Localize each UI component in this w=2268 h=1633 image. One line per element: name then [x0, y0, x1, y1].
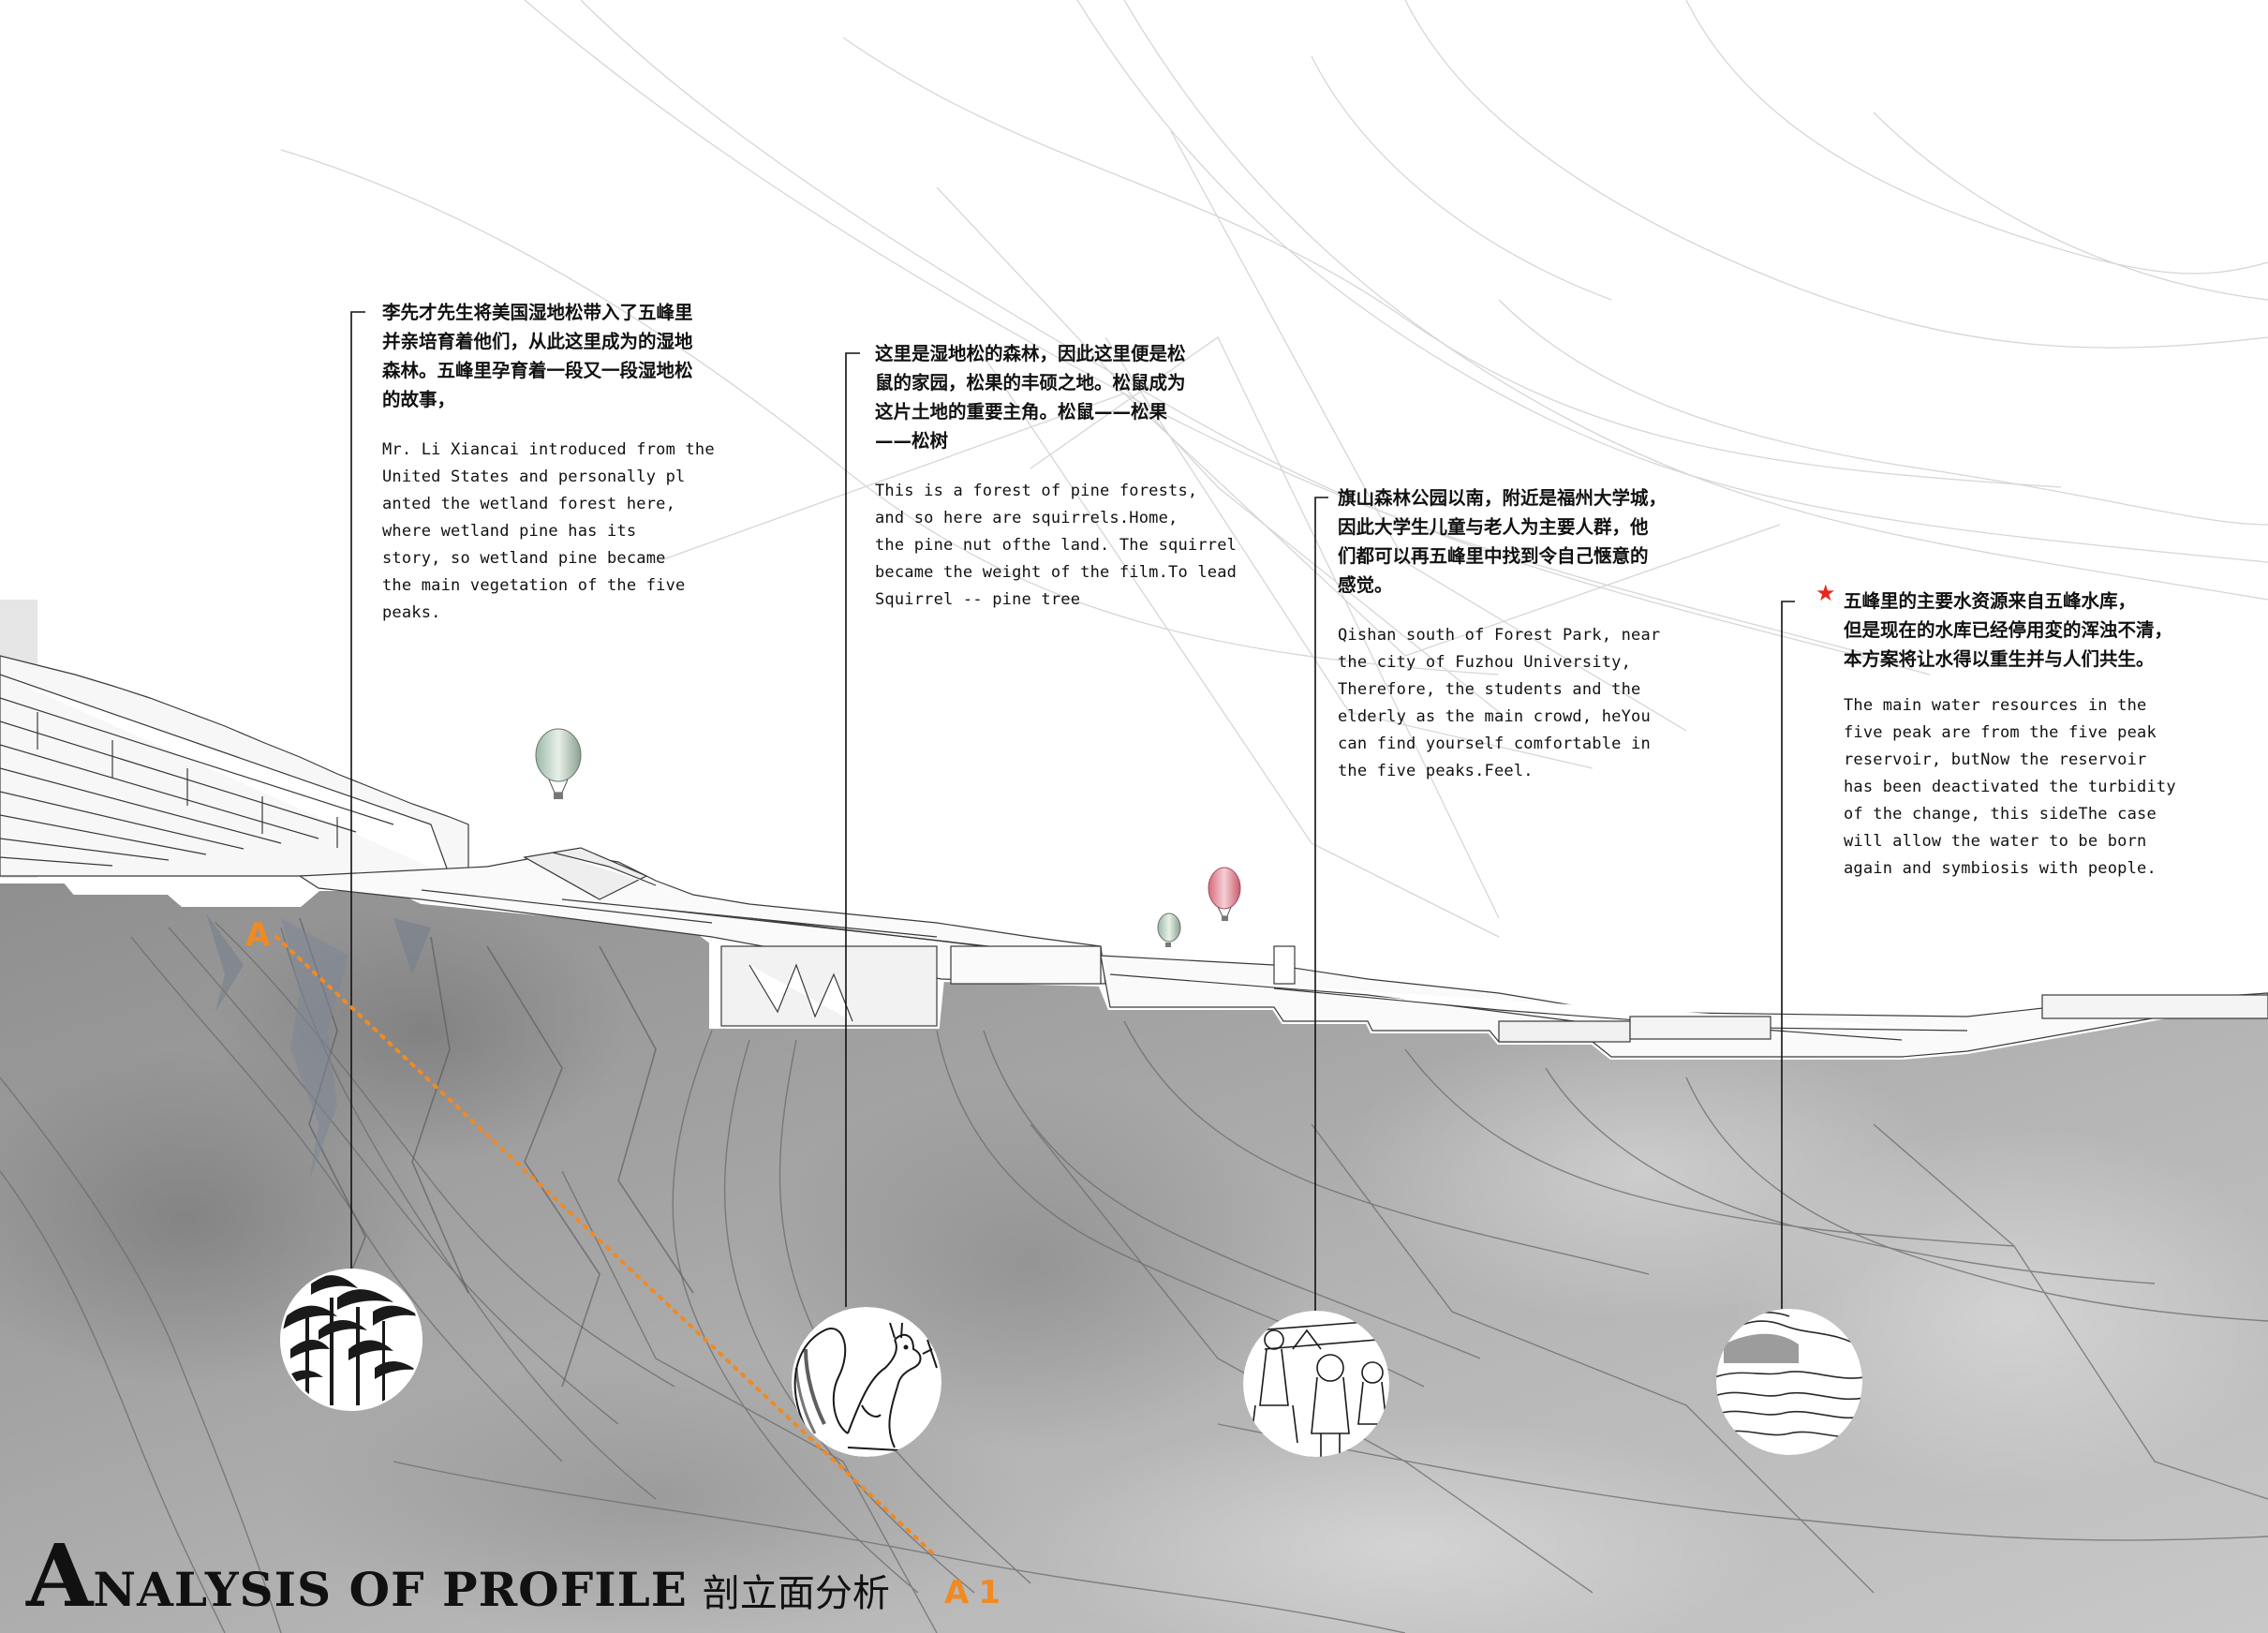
- pine-trees-icon: [280, 1269, 422, 1411]
- annotation-zh-text: 李先才先生将美国湿地松带入了五峰里 并亲培育着他们，从此这里成为的湿地 森林。五…: [382, 302, 693, 410]
- annotation-zh-text: 五峰里的主要水资源来自五峰水库， 但是现在的水库已经停用変的浑浊不清， 本方案将…: [1844, 590, 2173, 670]
- annotation-zh-text: 这里是湿地松的森林，因此这里便是松 鼠的家园，松果的丰硕之地。松鼠成为 这片土地…: [875, 343, 1186, 452]
- title-english: NALYSIS OF PROFILE: [93, 1562, 688, 1617]
- red-star-icon: ★: [1816, 580, 1836, 606]
- terraced-hillside: [0, 655, 469, 877]
- annotation-squirrel: 这里是湿地松的森林，因此这里便是松 鼠的家园，松果的丰硕之地。松鼠成为 这片土地…: [875, 339, 1325, 614]
- section-marker-end: A1: [944, 1574, 1010, 1611]
- section-cut-line: [274, 935, 939, 1559]
- annotation-zh-text: 旗山森林公园以南，附近是福州大学城， 因此大学生儿童与老人为主要人群，他 们都可…: [1338, 487, 1668, 596]
- annotation-en-text: This is a forest of pine forests, and so…: [875, 482, 1238, 609]
- annotation-water: 五峰里的主要水资源来自五峰水库， 但是现在的水库已经停用変的浑浊不清， 本方案将…: [1844, 586, 2256, 883]
- hot-air-balloon-icon: [535, 728, 582, 799]
- leader-lines: [350, 311, 1795, 1312]
- page-title: ANALYSIS OF PROFILE 剖立面分析: [26, 1525, 890, 1626]
- annotation-en-text: Mr. Li Xiancai introduced from the Unite…: [382, 440, 715, 622]
- hot-air-balloon-icon: [1157, 913, 1181, 947]
- squirrel-icon: [792, 1307, 941, 1457]
- title-chinese: 剖立面分析: [702, 1572, 890, 1615]
- hot-air-balloon-icon: [1208, 867, 1241, 921]
- annotation-en-text: The main water resources in the five pea…: [1844, 696, 2176, 878]
- annotation-crowd: 旗山森林公园以南，附近是福州大学城， 因此大学生儿童与老人为主要人群，他 们都可…: [1338, 483, 1778, 785]
- annotation-wetland-pine: 李先才先生将美国湿地松带入了五峰里 并亲培育着他们，从此这里成为的湿地 森林。五…: [382, 298, 804, 627]
- title-initial: A: [26, 1525, 94, 1626]
- annotation-en-text: Qishan south of Forest Park, near the ci…: [1338, 626, 1661, 780]
- built-structure: [298, 847, 2268, 1058]
- sky-contour-lines: [280, 0, 2268, 938]
- section-marker-start: A: [245, 916, 280, 954]
